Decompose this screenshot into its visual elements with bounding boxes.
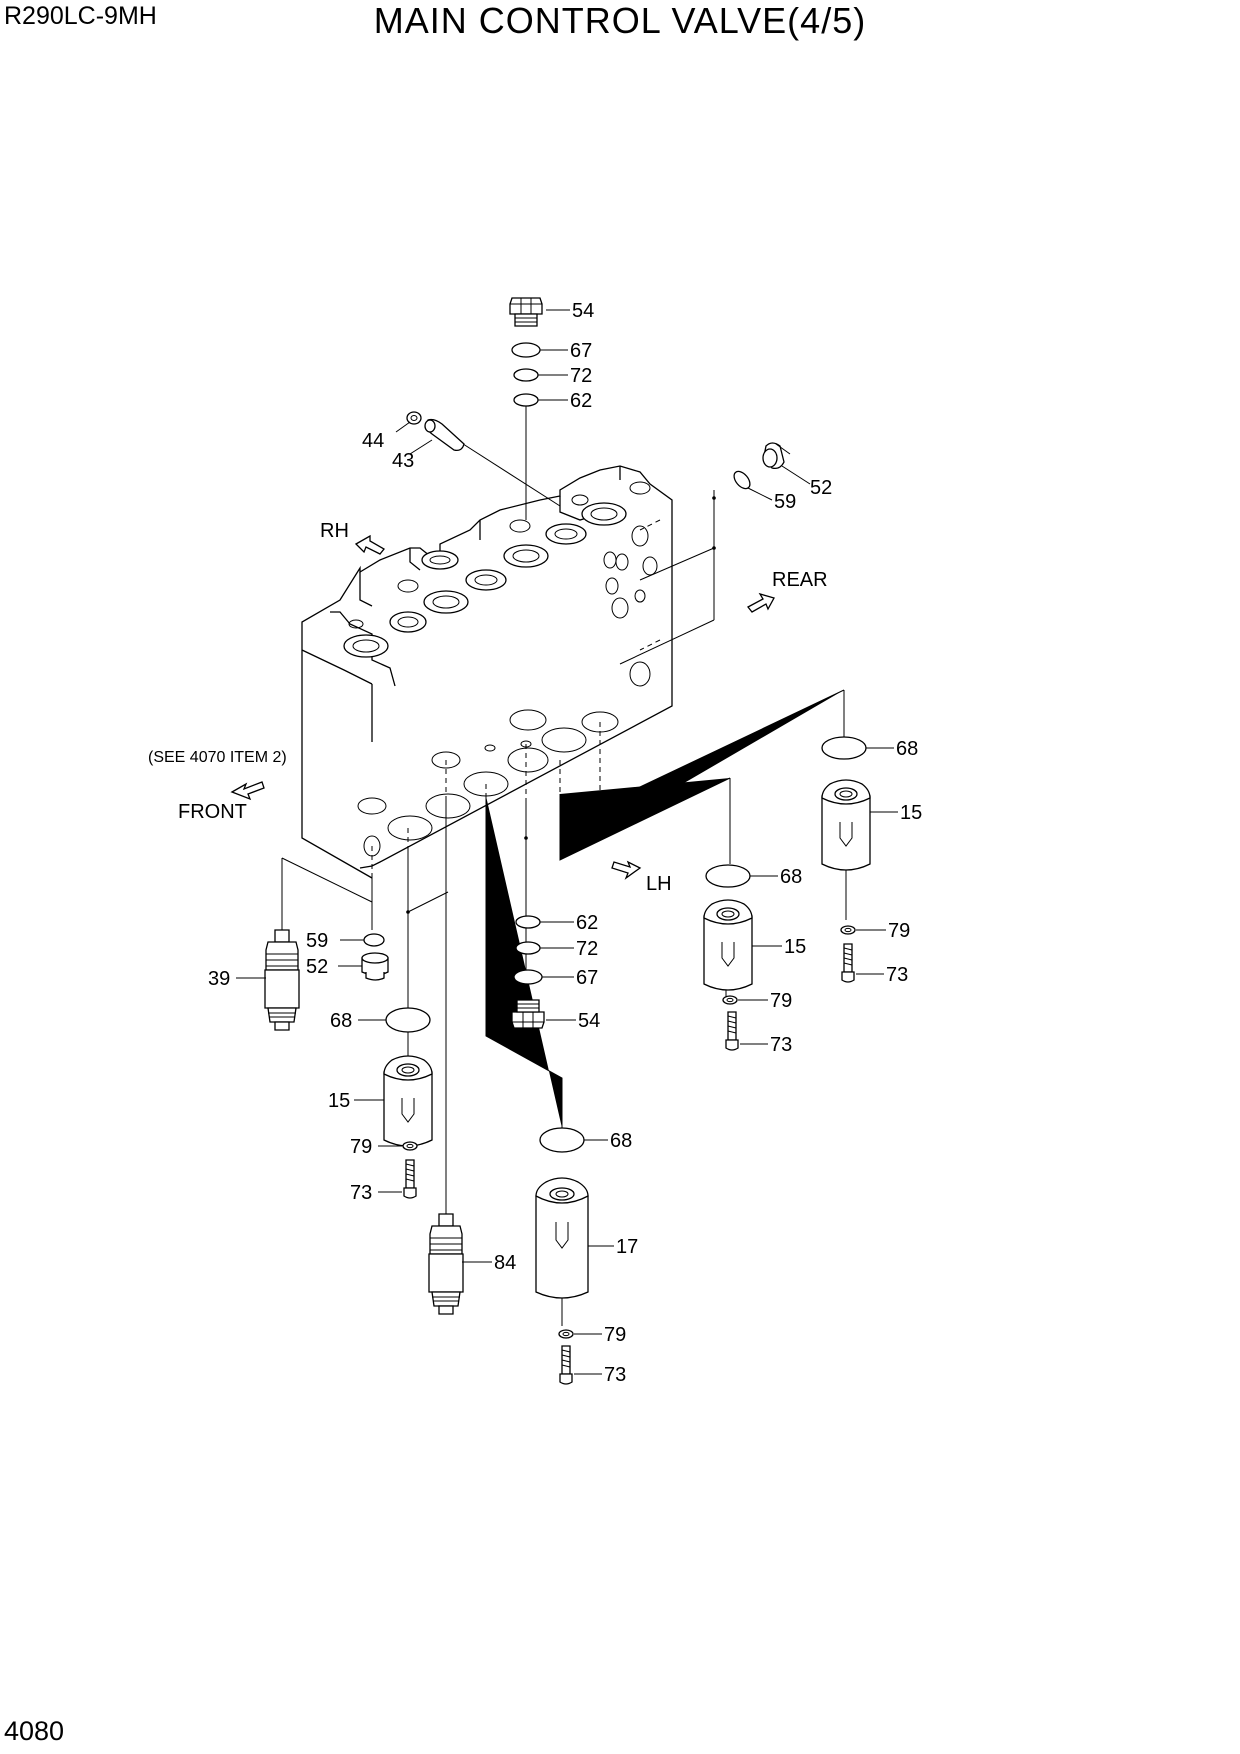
svg-text:67: 67 <box>570 340 592 362</box>
svg-text:FRONT: FRONT <box>178 801 247 823</box>
part-68-right: 68 <box>821 736 918 760</box>
part-15-right: 15 <box>821 779 922 871</box>
svg-text:15: 15 <box>900 802 922 824</box>
svg-text:79: 79 <box>888 920 910 942</box>
part-54-top: 54 <box>509 297 594 327</box>
part-39: 39 <box>208 929 300 1031</box>
svg-text:39: 39 <box>208 968 230 990</box>
svg-text:72: 72 <box>570 365 592 387</box>
part-84: 84 <box>428 1213 516 1315</box>
part-72-bottom: 72 <box>515 938 598 960</box>
svg-text:52: 52 <box>306 956 328 978</box>
part-67-top: 67 <box>511 340 592 362</box>
page-number: 4080 <box>4 1716 65 1746</box>
svg-text:52: 52 <box>810 477 832 499</box>
svg-text:73: 73 <box>350 1182 372 1204</box>
part-59-top: 59 <box>733 470 796 513</box>
svg-text:REAR: REAR <box>772 569 828 591</box>
part-72-top: 72 <box>513 365 592 387</box>
direction-rh: RH <box>320 520 385 555</box>
part-73-centre: 73 <box>559 1345 626 1386</box>
svg-text:62: 62 <box>570 390 592 412</box>
svg-text:73: 73 <box>770 1034 792 1056</box>
svg-text:17: 17 <box>616 1236 638 1258</box>
svg-text:RH: RH <box>320 520 349 542</box>
reference-note: (SEE 4070 ITEM 2) <box>148 749 287 766</box>
svg-text:44: 44 <box>362 430 384 452</box>
part-62-top: 62 <box>513 390 592 412</box>
part-17: 17 <box>535 1177 638 1299</box>
svg-text:59: 59 <box>306 930 328 952</box>
part-73-middle: 73 <box>725 1011 792 1056</box>
assembly-lines <box>281 406 847 1326</box>
svg-text:68: 68 <box>896 738 918 760</box>
svg-text:15: 15 <box>784 936 806 958</box>
direction-rear: REAR <box>747 569 828 613</box>
direction-lh: LH <box>611 860 672 895</box>
part-79-centre: 79 <box>558 1324 626 1346</box>
model-number: R290LC-9MH <box>4 2 157 30</box>
part-68-middle: 68 <box>705 864 802 888</box>
svg-text:LH: LH <box>646 873 672 895</box>
svg-text:54: 54 <box>572 300 594 322</box>
svg-text:73: 73 <box>604 1364 626 1386</box>
part-52-top: 52 <box>762 442 832 499</box>
part-79-left: 79 <box>350 1136 418 1158</box>
part-44: 44 <box>362 411 422 452</box>
svg-text:72: 72 <box>576 938 598 960</box>
svg-text:84: 84 <box>494 1252 516 1274</box>
svg-text:79: 79 <box>770 990 792 1012</box>
svg-text:73: 73 <box>886 964 908 986</box>
part-73-left: 73 <box>350 1159 417 1204</box>
svg-text:79: 79 <box>350 1136 372 1158</box>
svg-text:43: 43 <box>392 450 414 472</box>
svg-text:15: 15 <box>328 1090 350 1112</box>
part-59-left: 59 <box>306 930 385 952</box>
svg-text:68: 68 <box>780 866 802 888</box>
part-79-middle: 79 <box>722 990 792 1012</box>
part-15-left: 15 <box>328 1055 433 1147</box>
part-52-left: 52 <box>306 952 389 981</box>
svg-text:67: 67 <box>576 967 598 989</box>
svg-text:68: 68 <box>330 1010 352 1032</box>
svg-text:59: 59 <box>774 491 796 513</box>
svg-text:68: 68 <box>610 1130 632 1152</box>
part-73-right: 73 <box>841 943 908 986</box>
part-62-bottom: 62 <box>515 912 598 934</box>
svg-text:62: 62 <box>576 912 598 934</box>
part-67-bottom: 67 <box>513 967 598 989</box>
part-68-left: 68 <box>330 1007 431 1033</box>
svg-text:79: 79 <box>604 1324 626 1346</box>
part-54-bottom: 54 <box>511 999 600 1032</box>
part-43: 43 <box>392 418 465 472</box>
svg-text:54: 54 <box>578 1010 600 1032</box>
part-79-right: 79 <box>840 920 910 942</box>
part-15-middle: 15 <box>703 899 806 991</box>
page-title: MAIN CONTROL VALVE(4/5) <box>373 0 867 41</box>
direction-front: FRONT <box>178 781 265 823</box>
part-68-centre: 68 <box>539 1127 632 1153</box>
